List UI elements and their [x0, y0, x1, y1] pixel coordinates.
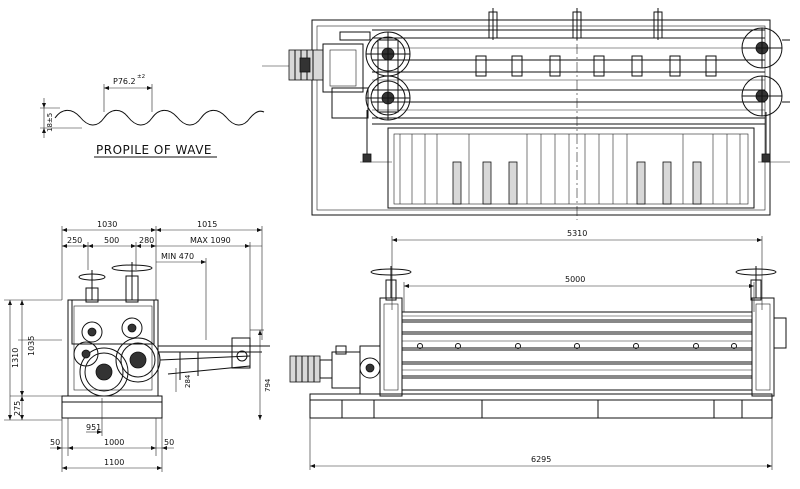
top-view	[262, 8, 790, 220]
dim-50-left: 50	[50, 438, 60, 447]
pitch-label: P76.2	[113, 77, 136, 86]
dim-min-470: MIN 470	[161, 252, 194, 261]
front-handwheels	[370, 266, 777, 301]
dim-6295: 6295	[531, 455, 551, 464]
height-label: 18±5	[46, 113, 54, 132]
dim-280: 280	[139, 236, 154, 245]
dim-1030: 1030	[97, 220, 117, 229]
dim-50-right: 50	[164, 438, 174, 447]
dim-275: 275	[13, 401, 22, 416]
dim-1000: 1000	[104, 438, 124, 447]
top-motor	[288, 31, 371, 119]
profile-title: PROPILE OF WAVE	[96, 143, 212, 157]
top-adjust-screws	[488, 8, 663, 40]
dim-250: 250	[67, 236, 82, 245]
dim-951: 951	[86, 423, 101, 432]
dim-1100: 1100	[104, 458, 124, 467]
top-side-rods	[360, 110, 790, 163]
dim-5000: 5000	[565, 275, 585, 284]
side-view: 1030 1015 250 500 280 MAX 1090 MIN 470 1…	[4, 220, 272, 472]
wave-profile: P76.2 ±2 18±5 PROPILE OF WAVE	[40, 74, 265, 158]
dim-794: 794	[264, 378, 272, 392]
front-view: 5310 5000	[289, 229, 787, 470]
dim-1035: 1035	[27, 336, 36, 356]
top-cylinders	[399, 134, 741, 205]
pitch-tolerance: ±2	[137, 74, 145, 80]
top-gears-left	[365, 31, 411, 121]
top-gears-right	[741, 27, 790, 117]
side-gears	[73, 337, 161, 397]
top-bearing-blocks	[475, 55, 717, 77]
dim-max-1090: MAX 1090	[190, 236, 231, 245]
dim-284: 284	[184, 374, 192, 388]
side-handwheels	[78, 262, 153, 303]
side-feed-table	[158, 337, 270, 380]
dim-1015: 1015	[197, 220, 217, 229]
dim-500: 500	[104, 236, 119, 245]
dim-5310: 5310	[567, 229, 587, 238]
front-rolls	[401, 311, 753, 391]
dim-1310: 1310	[11, 348, 20, 368]
wave-curve	[54, 109, 265, 126]
front-drive	[289, 345, 381, 395]
